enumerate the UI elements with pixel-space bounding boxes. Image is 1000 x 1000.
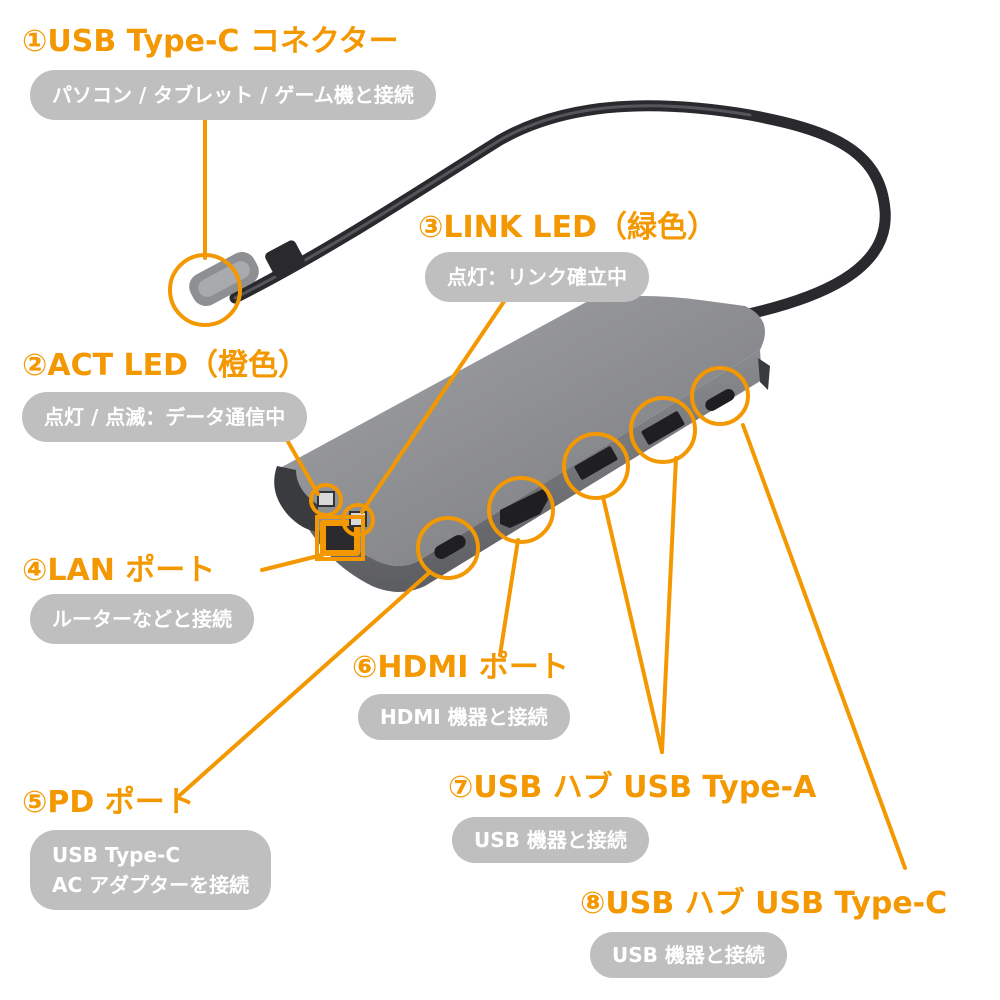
- callout-1-description: パソコン / タブレット / ゲーム機と接続: [30, 70, 436, 120]
- callout-1-title: ①USB Type-C コネクター: [22, 24, 399, 59]
- highlight-circle-link-led: [341, 503, 375, 537]
- leader-c2: [285, 438, 320, 496]
- callout-4-desc-line-1: ルーターなどと接続: [52, 607, 232, 631]
- callout-2-desc-line-1: 点灯 / 点滅：データ通信中: [44, 405, 286, 429]
- callout-8-desc-line-1: USB 機器と接続: [612, 943, 765, 967]
- leader-c7b: [660, 456, 678, 754]
- highlight-circle-usb-c-plug: [168, 253, 242, 327]
- usb-c-plug-icon: [189, 240, 305, 306]
- callout-3-desc-line-1: 点灯：リンク確立中: [447, 265, 627, 289]
- pd-port: [434, 535, 466, 559]
- usb-a-port-2: [641, 411, 685, 445]
- callout-8-title: ⑧USB ハブ USB Type-C: [580, 886, 948, 921]
- callout-3-description: 点灯：リンク確立中: [425, 252, 649, 302]
- callout-4-title: ④LAN ポート: [22, 553, 216, 588]
- usb-a-port-1: [574, 446, 618, 480]
- usb-c-hub-port: [705, 389, 735, 411]
- callout-3-title: ③LINK LED（緑色）: [418, 210, 717, 245]
- callout-lines: [178, 116, 907, 870]
- callout-5-title: ⑤PD ポート: [22, 785, 195, 820]
- callout-6-description: HDMI 機器と接続: [358, 694, 570, 740]
- hdmi-port: [500, 488, 548, 528]
- callout-7-title: ⑦USB ハブ USB Type-A: [448, 770, 817, 805]
- lan-port: [326, 526, 354, 550]
- highlight-frame-lan: [315, 515, 365, 561]
- highlight-circle-hdmi: [487, 476, 555, 544]
- callout-8-description: USB 機器と接続: [590, 932, 787, 978]
- highlight-circle-usb-c-hub: [690, 366, 750, 426]
- leader-c5: [178, 570, 432, 797]
- callout-5-description: USB Type-C AC アダプターを接続: [30, 830, 272, 910]
- usb-hub-device: [274, 296, 770, 592]
- callout-2-title: ②ACT LED（橙色）: [22, 348, 309, 383]
- leader-c8: [741, 423, 907, 870]
- callout-2-description: 点灯 / 点滅：データ通信中: [22, 392, 308, 442]
- callout-1-desc-line-1: パソコン / タブレット / ゲーム機と接続: [52, 83, 414, 107]
- highlight-circle-usb-a-2: [629, 396, 697, 464]
- callout-5-desc-line-1: USB Type-C: [52, 843, 181, 867]
- callout-6-title: ⑥HDMI ポート: [352, 650, 569, 685]
- leader-c3: [360, 298, 507, 514]
- callout-7-desc-line-1: USB 機器と接続: [474, 828, 627, 852]
- highlight-circle-pd: [416, 516, 480, 580]
- leader-c4: [260, 553, 324, 572]
- leader-c7a: [601, 495, 664, 754]
- leader-c6: [498, 538, 520, 657]
- callout-7-description: USB 機器と接続: [452, 817, 649, 863]
- callout-4-description: ルーターなどと接続: [30, 594, 254, 644]
- highlight-circles: [168, 253, 750, 580]
- act-led: [317, 491, 335, 507]
- callout-5-desc-line-2: AC アダプターを接続: [52, 873, 250, 897]
- callout-6-desc-line-1: HDMI 機器と接続: [380, 705, 548, 729]
- highlight-circle-usb-a-1: [562, 432, 630, 500]
